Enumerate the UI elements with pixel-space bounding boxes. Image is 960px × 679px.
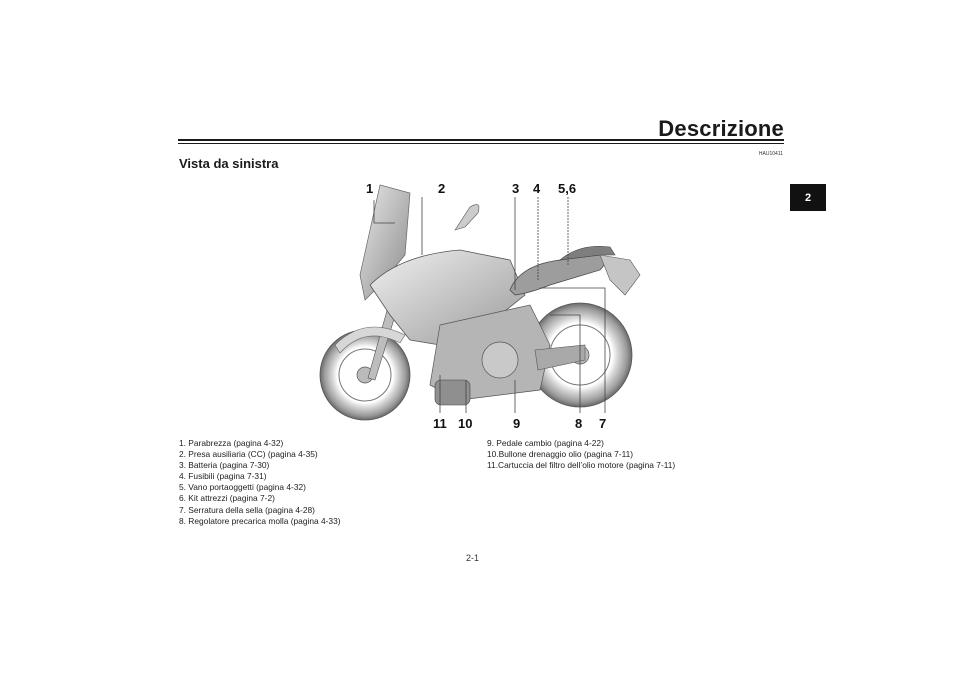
- legend-item: 11.Cartuccia del filtro dell’olio motore…: [487, 460, 676, 471]
- motorcycle-figure: [310, 175, 650, 435]
- legend-item: 9. Pedale cambio (pagina 4-22): [487, 438, 604, 448]
- legend-item: 3. Batteria (pagina 7-30): [179, 460, 270, 471]
- callout-11: 11: [433, 416, 447, 431]
- legend-item: 8. Regolatore precarica molla (pagina 4-…: [179, 515, 341, 526]
- callout-4: 4: [533, 181, 541, 196]
- callout-10: 10: [458, 416, 473, 431]
- chapter-tab-label: 2: [804, 191, 812, 204]
- motorcycle-illustration: [319, 184, 641, 421]
- legend-right: 9. Pedale cambio (pagina 4-22) 10.Bullon…: [487, 438, 675, 471]
- callout-2: 2: [438, 181, 446, 196]
- callout-8: 8: [575, 416, 583, 431]
- legend-item: 10.Bullone drenaggio olio (pagina 7-11): [487, 449, 634, 460]
- chapter-tab: 2: [790, 184, 826, 211]
- header-rule-thick: [178, 139, 784, 141]
- callout-3: 3: [512, 181, 520, 196]
- callout-7: 7: [599, 416, 607, 431]
- section-code: HAU10411: [758, 151, 783, 157]
- callout-9: 9: [513, 416, 521, 431]
- legend-item: 5. Vano portaoggetti (pagina 4-32): [179, 482, 306, 493]
- legend-item: 4. Fusibili (pagina 7-31): [179, 471, 267, 482]
- legend-item: 7. Serratura della sella (pagina 4-28): [179, 504, 315, 515]
- legend-left: 1. Parabrezza (pagina 4-32) 2. Presa aus…: [179, 438, 341, 527]
- legend-item: 6. Kit attrezzi (pagina 7-2): [179, 493, 275, 504]
- legend-item: 1. Parabrezza (pagina 4-32): [179, 438, 284, 448]
- callout-5-6: 5,6: [558, 181, 577, 196]
- page-number: 2-1: [466, 553, 480, 563]
- chapter-title: Descrizione: [658, 116, 784, 141]
- section-title: Vista da sinistra: [179, 156, 279, 171]
- header-rule-thin: [178, 143, 784, 144]
- legend-item: 2. Presa ausiliaria (CC) (pagina 4-35): [179, 449, 318, 460]
- callout-1: 1: [366, 181, 374, 196]
